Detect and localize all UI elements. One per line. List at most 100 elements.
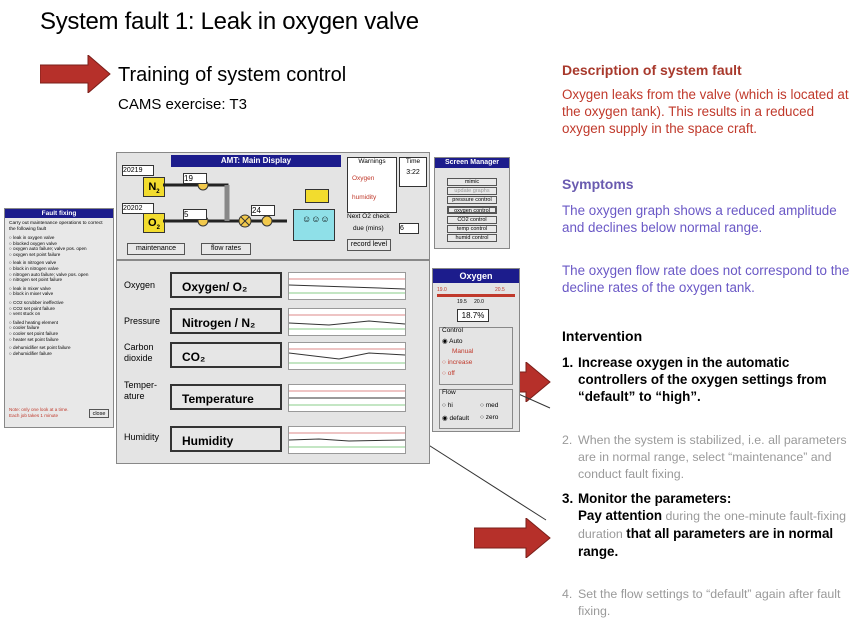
fault-option[interactable]: ○ block in mixer valve [9, 291, 54, 297]
time-box: Time 3:22 [399, 157, 427, 187]
fault-option[interactable]: ○ dehumidifier set point failure [9, 345, 71, 351]
due-label: due (mins) [353, 225, 384, 232]
graph-name-co2[interactable]: CO₂ [170, 342, 282, 368]
graph-label-co2: Carbon dioxide [124, 342, 154, 363]
update-graphs-button[interactable]: update graphs [447, 187, 497, 195]
step-text: Set the flow settings to “default” again… [578, 587, 841, 618]
step-text: When the system is stabilized, i.e. all … [578, 433, 847, 481]
intervention-step-1: 1. Increase oxygen in the automatic cont… [562, 354, 851, 405]
manual-label: Manual [452, 348, 474, 355]
fault-option[interactable]: ○ cooler failure [9, 325, 40, 331]
fault-fixing-title: Fault fixing [5, 209, 113, 218]
close-button[interactable]: close [89, 409, 109, 418]
radio-auto[interactable]: ◉ Auto [442, 338, 463, 345]
nitrogen-trend-line [288, 314, 406, 330]
spacecraft-crew-icon: ☺☺☺ [293, 209, 335, 241]
graph-name-temperature[interactable]: Temperature [170, 384, 282, 410]
step-number: 4. [562, 587, 573, 601]
control-group: Control ◉ Auto Manual ○ increase ○ off [439, 327, 513, 385]
red-arrow-icon [40, 55, 111, 93]
fault-option[interactable]: ○ oxygen set point failure [9, 251, 61, 257]
alarm-icon [305, 189, 329, 203]
graph-name-humidity[interactable]: Humidity [170, 426, 282, 452]
fault-option[interactable]: ○ oxygen auto failure; valve pos. open [9, 246, 87, 252]
humidity-trend-line [288, 432, 406, 448]
fault-option[interactable]: ○ CO2 scrubber ineffective [9, 299, 64, 305]
intervention-step-4: 4. Set the flow settings to “default” ag… [562, 586, 851, 620]
radio-med-label: med [485, 402, 499, 409]
subtitle: Training of system control [118, 64, 347, 86]
fault-option[interactable]: ○ block in nitrogen valve [9, 265, 59, 271]
flow-label: Flow [442, 389, 456, 396]
radio-default-label: default [449, 415, 470, 422]
radio-zero-label: zero [485, 414, 499, 421]
step-text: during the one-minute fault-fixing durat… [578, 509, 846, 541]
graph-label-pressure: Pressure [124, 316, 161, 326]
symptoms-text-1: The oxygen graph shows a reduced amplitu… [562, 203, 837, 235]
fault-option[interactable]: ○ heater set point failure [9, 336, 59, 342]
oxygen-trend-line [288, 278, 406, 294]
warning-humidity: humidity [352, 194, 377, 201]
time-label: Time [405, 158, 421, 165]
oxygen-control-button[interactable]: oxygen control [447, 206, 497, 214]
n2-flow-value: 19 [183, 173, 207, 184]
fault-options-list: ○ leak in oxygen valve○ blocked oxygen v… [9, 235, 109, 356]
page-title: System fault 1: Leak in oxygen valve [40, 8, 419, 35]
radio-off[interactable]: ○ off [442, 370, 455, 377]
radio-med[interactable]: ○ med [480, 402, 499, 409]
step-text: Increase oxygen in the automatic control… [578, 355, 827, 404]
radio-increase-label: increase [447, 359, 473, 366]
fault-option[interactable]: ○ dehumidifier failure [9, 350, 52, 356]
maintenance-button[interactable]: maintenance [127, 243, 185, 255]
graph-plot-co2 [288, 342, 406, 370]
intervention-step-3: 3. Monitor the parameters: Pay attention… [562, 490, 851, 560]
fault-option[interactable]: ○ cooler set point failure [9, 330, 58, 336]
fault-option[interactable]: ○ blocked oxygen valve [9, 240, 57, 246]
humid-control-button[interactable]: humid control [447, 234, 497, 242]
control-label: Control [442, 327, 463, 334]
warning-oxygen: Oxygen [352, 175, 375, 182]
radio-hi[interactable]: ○ hi [442, 402, 453, 409]
record-level-button[interactable]: record level [347, 239, 391, 251]
mimic-button[interactable]: mimic [447, 178, 497, 186]
radio-off-label: off [447, 370, 455, 377]
n2-tank-level: 20219 [122, 165, 154, 176]
graph-name-oxygen[interactable]: Oxygen/ O₂ [170, 272, 282, 298]
radio-default[interactable]: ◉ default [442, 415, 470, 422]
fault-option[interactable]: ○ leak in mixer valve [9, 285, 51, 291]
graph-name-nitrogen[interactable]: Nitrogen / N₂ [170, 308, 282, 334]
fault-option[interactable]: ○ failed heating element [9, 319, 58, 325]
symptoms-heading: Symptoms [562, 176, 634, 192]
step-number: 2. [562, 433, 573, 447]
fault-option[interactable]: ○ nitrogen auto failure; valve pos. open [9, 271, 89, 277]
radio-auto-label: Auto [449, 338, 463, 345]
graph-label-oxygen: Oxygen [124, 280, 156, 290]
o2-tank-letter: O [148, 217, 157, 229]
temp-control-button[interactable]: temp control [447, 225, 497, 233]
due-value: 6 [399, 223, 419, 234]
symptoms-text-2: The oxygen flow rate does not correspond… [562, 263, 850, 295]
radio-zero[interactable]: ○ zero [480, 414, 499, 421]
warnings-label: Warnings [358, 158, 386, 165]
intervention-step-2: 2. When the system is stabilized, i.e. a… [562, 432, 851, 483]
fault-option[interactable]: ○ vent stuck on [9, 311, 41, 317]
radio-increase[interactable]: ○ increase [442, 359, 473, 366]
mix-flow-value: 24 [251, 205, 275, 216]
next-check-label: Next O2 check [347, 213, 390, 220]
radio-hi-label: hi [447, 402, 453, 409]
fault-option[interactable]: ○ leak in nitrogen valve [9, 260, 57, 266]
oxygen-range-bar [437, 294, 515, 297]
step-number: 3. [562, 491, 574, 506]
fault-option[interactable]: ○ leak in oxygen valve [9, 235, 55, 240]
pressure-control-button[interactable]: pressure control [447, 196, 497, 204]
screen-manager-window: Screen Manager mimic update graphs press… [434, 157, 510, 249]
graph-plot-temperature [288, 384, 406, 412]
oxygen-scale: 19.0 20.5 [437, 287, 515, 293]
warnings-box: Warnings Oxygen humidity [347, 157, 397, 213]
co2-control-button[interactable]: CO2 control [447, 216, 497, 224]
fault-option[interactable]: ○ nitrogen set point failure [9, 277, 63, 283]
flow-rates-button[interactable]: flow rates [201, 243, 251, 255]
fault-fixing-window: Fault fixing Carry out maintenance opera… [4, 208, 114, 428]
red-arrow-icon [474, 518, 551, 558]
fault-option[interactable]: ○ CO2 set point failure [9, 305, 55, 311]
